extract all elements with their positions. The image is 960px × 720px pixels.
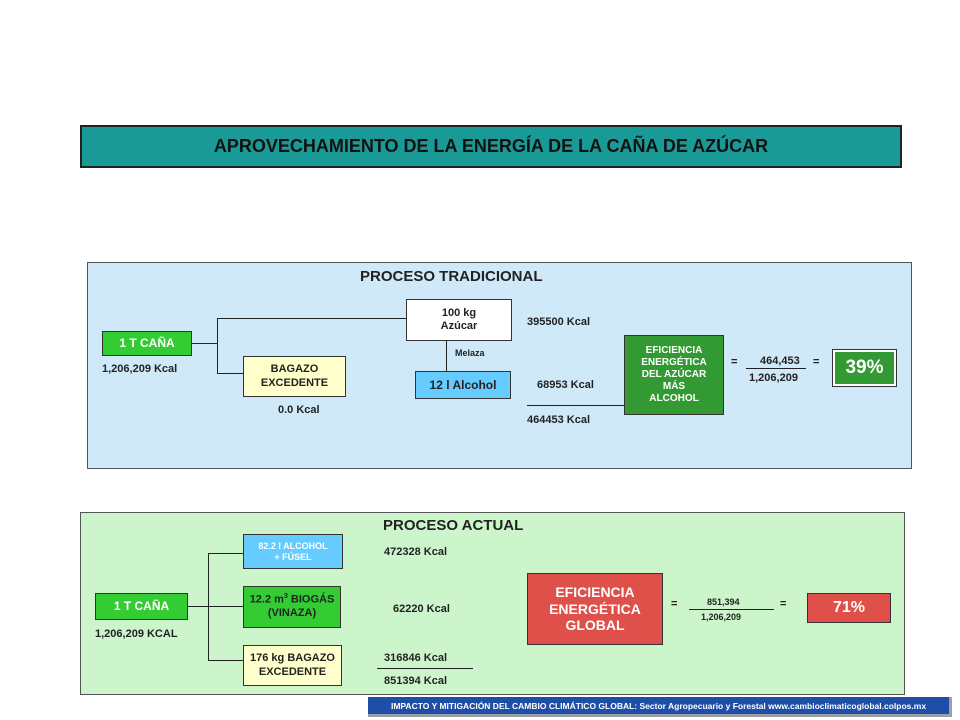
- result-value: 39%: [845, 356, 884, 378]
- total-kcal-actual: 851394 Kcal: [384, 675, 447, 687]
- biogas-quantity: 12.2 m: [249, 594, 284, 607]
- tradicional-heading: PROCESO TRADICIONAL: [360, 268, 543, 285]
- connector-line: [208, 553, 243, 554]
- cana-label: 1 T CAÑA: [119, 336, 175, 351]
- eficiencia-line-4: MÁS: [662, 381, 686, 392]
- bagazo-label-2: EXCEDENTE: [260, 376, 329, 389]
- azucar-kcal: 395500 Kcal: [527, 316, 590, 328]
- eficiencia-line-2: ENERGÉTICA: [641, 357, 707, 368]
- result-box-actual: 71%: [807, 593, 891, 623]
- alcohol-label-1: 82.2 l ALCOHOL: [258, 540, 328, 551]
- azucar-label-2: Azúcar: [440, 320, 478, 332]
- cana-label: 1 T CAÑA: [113, 599, 170, 614]
- alcohol-label-2: + FÚSEL: [274, 551, 312, 562]
- fraction-denominator: 1,206,209: [749, 372, 798, 384]
- fraction-bar: [689, 609, 774, 610]
- eficiencia-line-2: ENERGÉTICA: [549, 600, 641, 617]
- biogas-kcal: 62220 Kcal: [393, 603, 450, 615]
- equals-sign: =: [780, 598, 787, 610]
- fraction-denominator: 1,206,209: [701, 612, 742, 622]
- result-box-tradicional: 39%: [832, 349, 897, 387]
- cana-box-actual: 1 T CAÑA: [95, 593, 188, 620]
- fraction-numerator: 851,394: [707, 597, 740, 607]
- total-kcal-tradicional: 464453 Kcal: [527, 414, 590, 426]
- connector-line: [188, 606, 209, 607]
- connector-line: [446, 341, 447, 371]
- bagazo-kcal-actual: 316846 Kcal: [384, 652, 447, 664]
- bagazo-label-1: BAGAZO: [270, 363, 319, 376]
- result-value: 71%: [832, 599, 866, 617]
- bagazo-box-actual: 176 kg BAGAZO EXCEDENTE: [243, 645, 342, 686]
- eficiencia-line-3: DEL AZÚCAR: [641, 369, 707, 380]
- biogas-box: 12.2 m3 BIOGÁS (VINAZA): [243, 586, 341, 628]
- panel-proceso-tradicional: [87, 262, 912, 469]
- eficiencia-line-3: GLOBAL: [565, 617, 625, 634]
- bagazo-label-1: 176 kg BAGAZO: [250, 652, 335, 665]
- cana-kcal: 1,206,209 Kcal: [102, 363, 178, 375]
- panel-proceso-actual: [80, 512, 905, 695]
- bagazo-kcal: 0.0 Kcal: [278, 404, 320, 416]
- fraction-bar: [746, 368, 806, 369]
- alcohol-kcal-actual: 472328 Kcal: [384, 546, 447, 558]
- cana-box-tradicional: 1 T CAÑA: [102, 331, 192, 356]
- sum-line: [377, 668, 473, 669]
- connector-line: [208, 553, 209, 661]
- connector-line: [217, 318, 218, 374]
- biogas-name: BIOGÁS: [287, 594, 335, 607]
- alcohol-box-actual: 82.2 l ALCOHOL + FÚSEL: [243, 534, 343, 569]
- alcohol-box-tradicional: 12 l Alcohol: [415, 371, 511, 399]
- page-title-text: APROVECHAMIENTO DE LA ENERGÍA DE LA CAÑA…: [213, 136, 769, 156]
- azucar-label-1: 100 kg: [441, 306, 477, 319]
- eficiencia-box-tradicional: EFICIENCIA ENERGÉTICA DEL AZÚCAR MÁS ALC…: [624, 335, 724, 415]
- connector-line: [217, 373, 243, 374]
- footer-text: IMPACTO Y MITIGACIÓN DEL CAMBIO CLIMÁTIC…: [390, 700, 927, 711]
- biogas-label-1: 12.2 m3 BIOGÁS: [250, 593, 335, 607]
- connector-line: [192, 343, 218, 344]
- equals-sign: =: [671, 598, 678, 610]
- connector-line: [208, 660, 243, 661]
- connector-line: [217, 318, 406, 319]
- bagazo-box-tradicional: BAGAZO EXCEDENTE: [243, 356, 346, 397]
- fraction-numerator: 464,453: [760, 355, 800, 367]
- biogas-exponent: 3: [283, 593, 288, 601]
- sum-line: [527, 405, 624, 406]
- melaza-label: Melaza: [455, 348, 485, 358]
- eficiencia-line-5: ALCOHOL: [649, 393, 699, 404]
- eficiencia-box-actual: EFICIENCIA ENERGÉTICA GLOBAL: [527, 573, 663, 645]
- bagazo-label-2: EXCEDENTE: [258, 665, 327, 678]
- eficiencia-line-1: EFICIENCIA: [645, 345, 703, 356]
- connector-line: [208, 606, 243, 607]
- alcohol-label: 12 l Alcohol: [429, 377, 497, 392]
- page-title: APROVECHAMIENTO DE LA ENERGÍA DE LA CAÑA…: [80, 125, 902, 168]
- equals-sign: =: [813, 356, 820, 368]
- cana-kcal-actual: 1,206,209 KCAL: [95, 628, 178, 640]
- footer-banner: IMPACTO Y MITIGACIÓN DEL CAMBIO CLIMÁTIC…: [368, 697, 952, 717]
- azucar-box: 100 kg Azúcar: [406, 299, 512, 341]
- alcohol-kcal: 68953 Kcal: [537, 379, 594, 391]
- actual-heading: PROCESO ACTUAL: [383, 517, 524, 534]
- eficiencia-line-1: EFICIENCIA: [555, 583, 635, 600]
- equals-sign: =: [731, 356, 738, 368]
- biogas-label-2: (VINAZA): [267, 607, 317, 620]
